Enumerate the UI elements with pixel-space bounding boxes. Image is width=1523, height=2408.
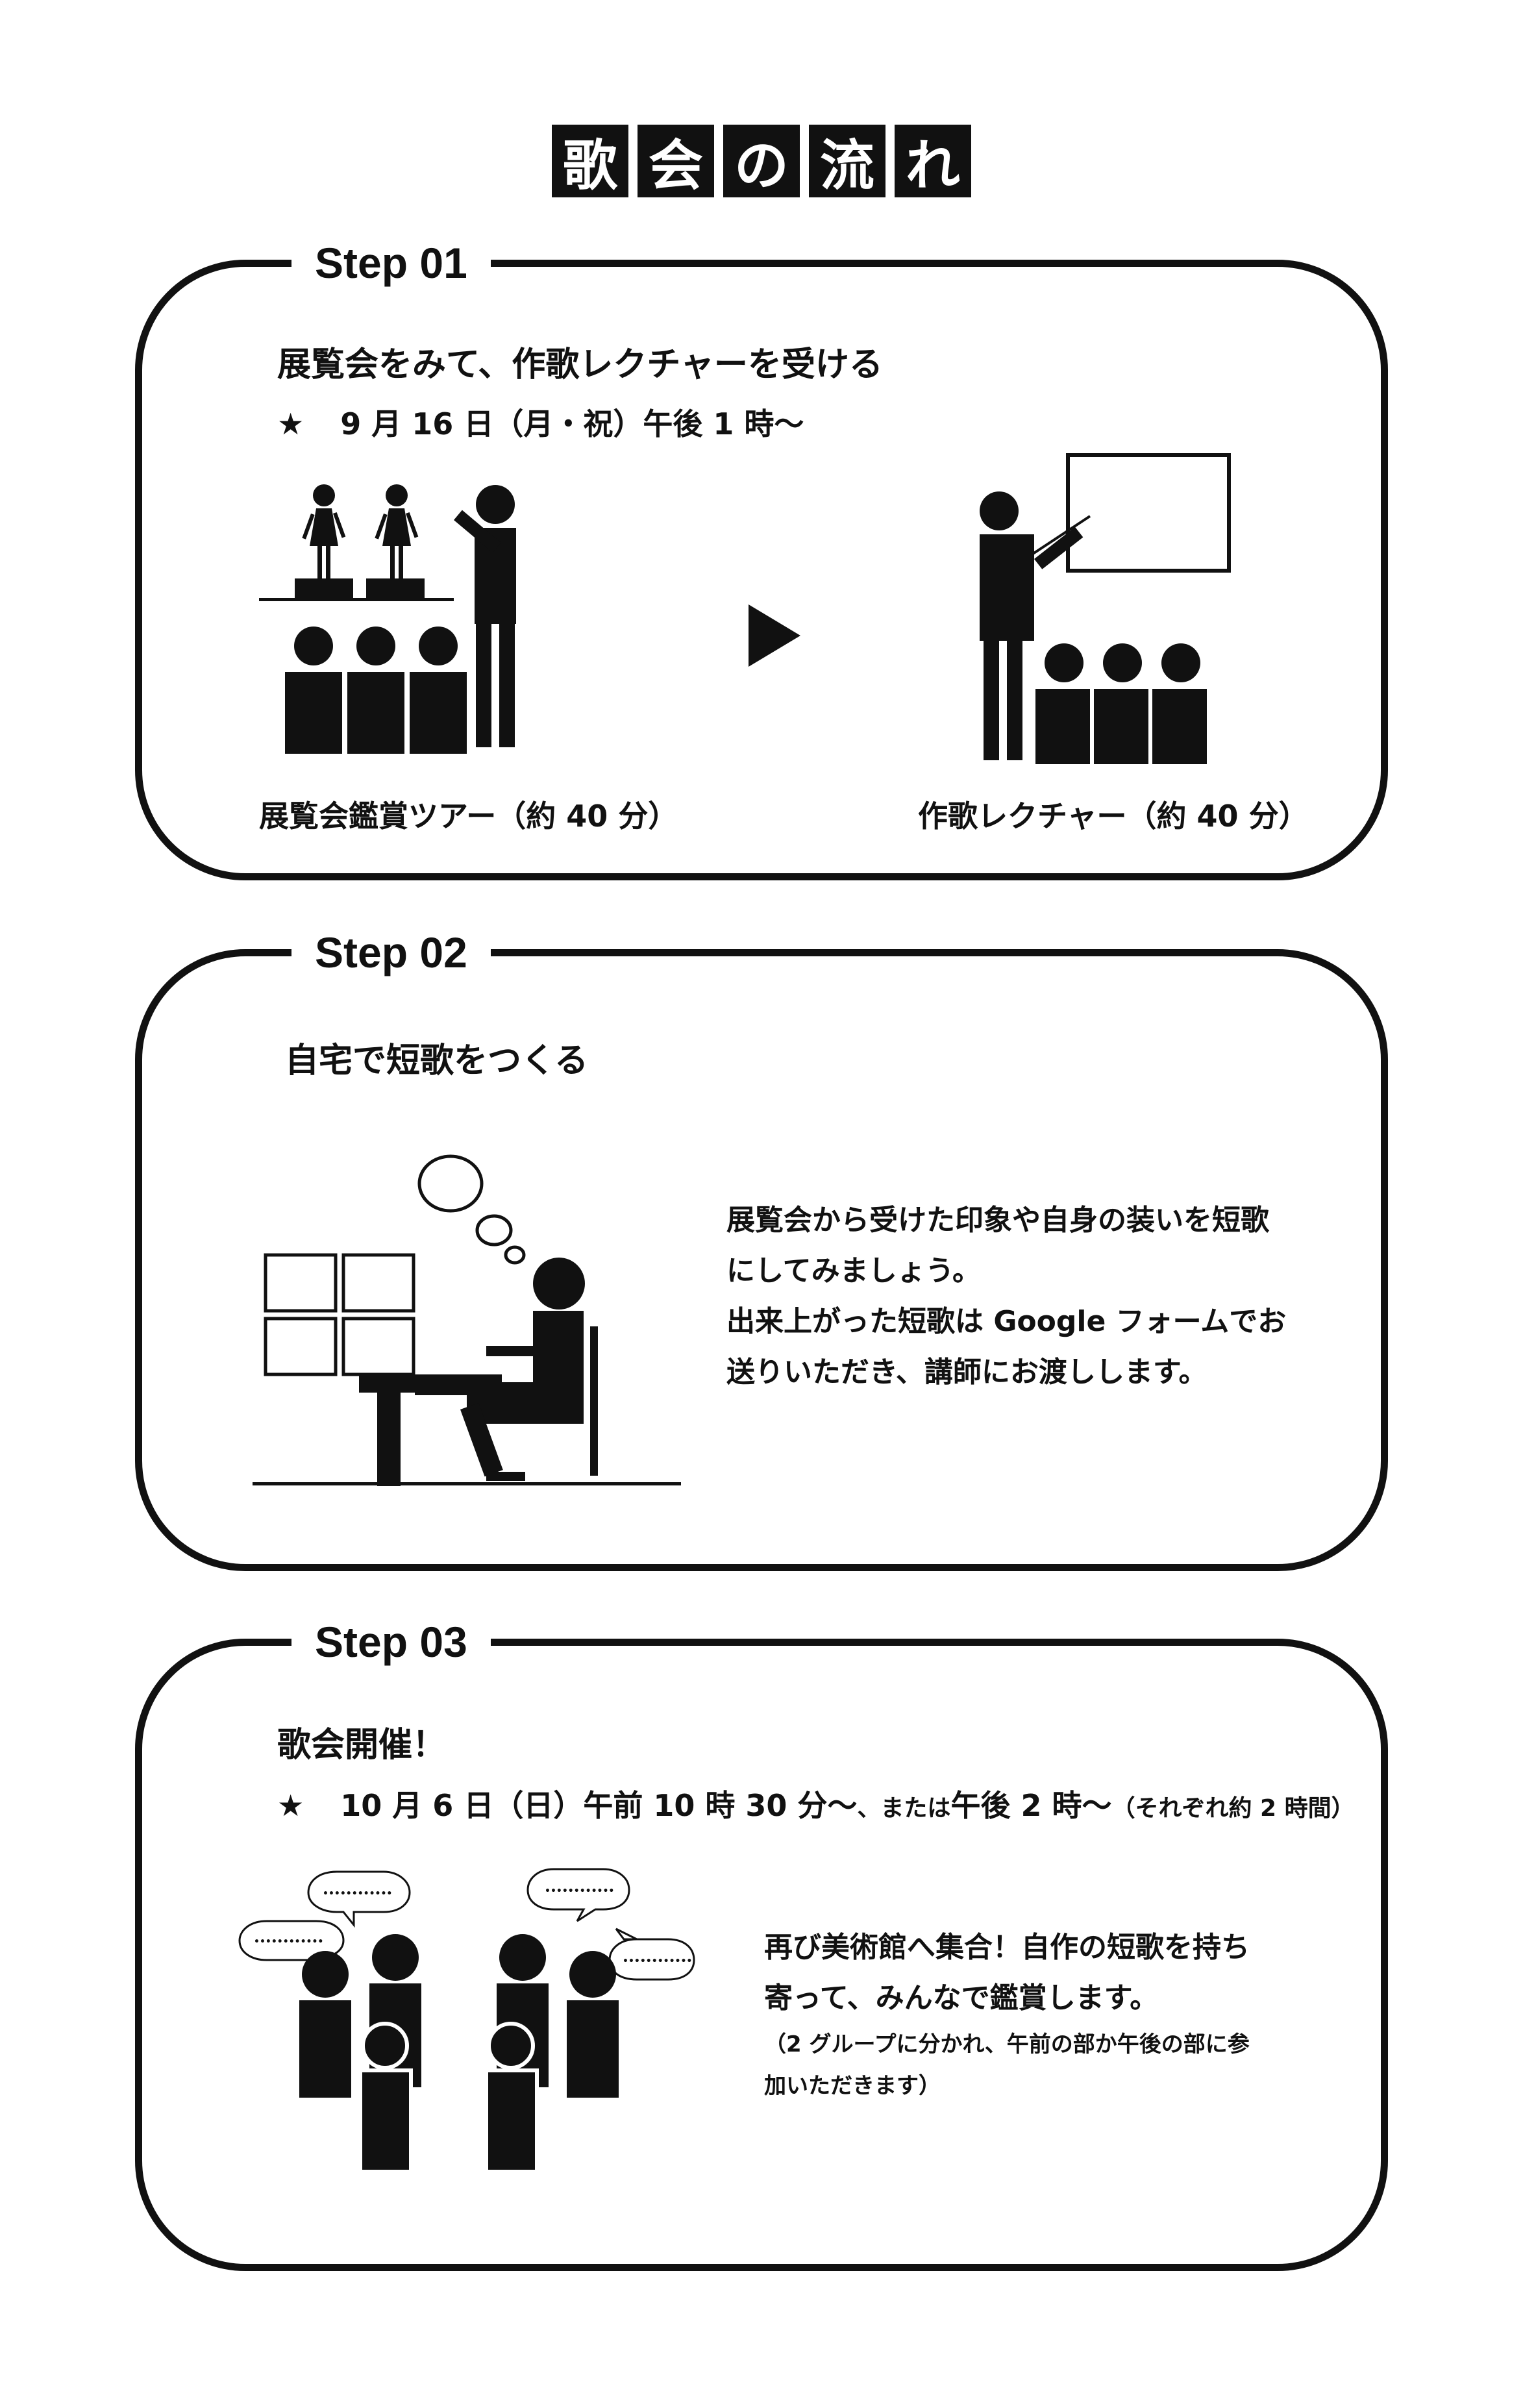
- lecture-caption: 作歌レクチャー（約 40 分）: [918, 799, 1309, 834]
- step-02-panel: Step 02 自宅で短歌をつくる 展覧会から受けた印象や自身の装いを短歌 にし…: [135, 923, 1388, 1571]
- step-01-label: Step 01: [291, 233, 491, 293]
- step-02-line: 展覧会から受けた印象や自身の装いを短歌: [726, 1204, 1269, 1237]
- poetry-meeting-illustration: •••••••••••• •••••••••••• •••••••••••• •…: [238, 1868, 695, 2174]
- step-03-panel: Step 03 歌会開催！ ★ 10 月 6 日（日）午前 10 時 30 分～…: [135, 1612, 1388, 2271]
- star-icon: ★: [277, 406, 304, 441]
- step-02-line: にしてみましょう。: [726, 1254, 982, 1287]
- play-arrow-icon: [749, 604, 800, 667]
- speech-bubble-dots: ••••••••••••: [254, 1937, 323, 1947]
- step-03-line: 寄って、みんなで鑑賞します。: [764, 1981, 1159, 2015]
- home-writing-illustration: [253, 1154, 681, 1486]
- step-03-date-or: 、または: [857, 1795, 951, 1822]
- speech-bubble-dots: ••••••••••••: [323, 1889, 392, 1899]
- lecture-illustration: [980, 453, 1231, 764]
- step-02-label: Step 02: [291, 923, 491, 982]
- step-03-label: Step 03: [291, 1612, 491, 1672]
- step-03-note: （2 グループに分かれ、午前の部か午後の部に参: [764, 2031, 1250, 2057]
- step-03-date: ★ 10 月 6 日（日）午前 10 時 30 分～、または午後 2 時～（それ…: [277, 1782, 1355, 1825]
- title-char: 会: [638, 125, 714, 197]
- step-02-description: 展覧会から受けた印象や自身の装いを短歌 にしてみましょう。 出来上がった短歌は …: [726, 1195, 1286, 1398]
- title-char: の: [723, 125, 800, 197]
- title-char: 歌: [552, 125, 628, 197]
- step-03-description: 再び美術館へ集合！自作の短歌を持ち 寄って、みんなで鑑賞します。 （2 グループ…: [764, 1922, 1250, 2107]
- step-02-line: 出来上がった短歌は Google フォームでお: [726, 1305, 1287, 1338]
- step-03-heading: 歌会開催！: [277, 1726, 447, 1765]
- step-03-note: 加いただきます）: [764, 2073, 941, 2099]
- step-02-line: 送りいただき、講師にお渡しします。: [726, 1356, 1207, 1389]
- step-03-date-alt: 午後 2 時～: [950, 1788, 1112, 1823]
- step-03-date-main: 10 月 6 日（日）午前 10 時 30 分～: [340, 1788, 858, 1823]
- speech-bubble-dots: ••••••••••••: [545, 1886, 614, 1896]
- step-02-heading: 自宅で短歌をつくる: [285, 1041, 588, 1080]
- step-01-heading: 展覧会をみて、作歌レクチャーを受ける: [277, 345, 883, 384]
- step-01-date-text: 9 月 16 日（月・祝）午後 1 時～: [340, 406, 804, 441]
- tour-caption: 展覧会鑑賞ツアー（約 40 分）: [259, 799, 678, 834]
- step-03-line: 再び美術館へ集合！自作の短歌を持ち: [764, 1931, 1250, 1964]
- gallery-tour-illustration: [259, 484, 516, 754]
- title-char: 流: [809, 125, 885, 197]
- step-01-panel: Step 01 展覧会をみて、作歌レクチャーを受ける ★ 9 月 16 日（月・…: [135, 233, 1388, 880]
- star-icon: ★: [277, 1788, 304, 1823]
- page-title: 歌 会 の 流 れ: [0, 125, 1523, 197]
- step-01-date: ★ 9 月 16 日（月・祝）午後 1 時～: [277, 401, 804, 443]
- step-03-date-note: （それぞれ約 2 時間）: [1111, 1795, 1355, 1822]
- speech-bubble-dots: ••••••••••••: [623, 1956, 692, 1967]
- title-char: れ: [895, 125, 971, 197]
